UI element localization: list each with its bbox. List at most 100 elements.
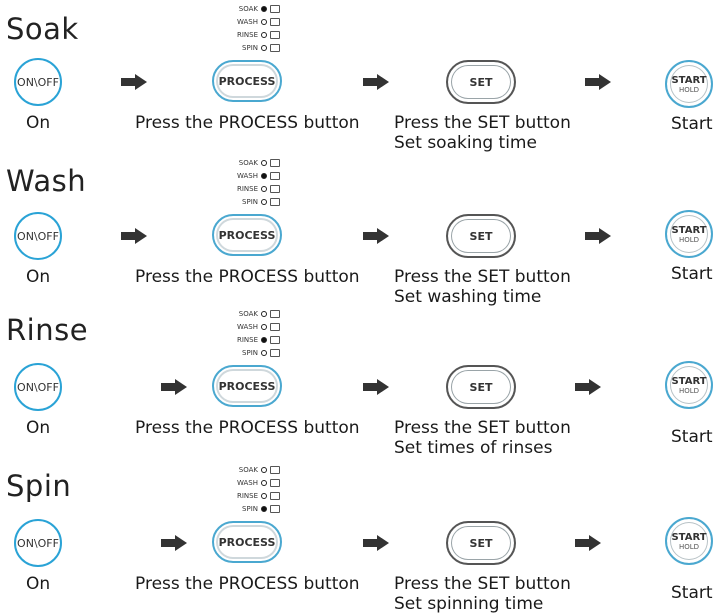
process-button[interactable]: PROCESS xyxy=(212,214,282,256)
indicator-dot-active xyxy=(261,505,267,512)
on-off-label: ON\OFF xyxy=(17,536,59,550)
indicator-dot-active xyxy=(261,172,267,179)
process-button[interactable]: PROCESS xyxy=(212,521,282,563)
rinse-icon xyxy=(270,335,280,344)
cycle-indicators: SOAK WASH RINSE SPIN xyxy=(210,2,280,54)
indicator-dot xyxy=(261,31,267,38)
on-off-label: ON\OFF xyxy=(17,75,59,89)
process-caption: Press the PROCESS button xyxy=(135,113,360,133)
indicator-dot xyxy=(261,479,267,486)
arrow-right-icon xyxy=(161,535,187,551)
indicator-label: WASH xyxy=(236,322,258,331)
set-label: SET xyxy=(469,536,493,550)
on-off-button[interactable]: ON\OFF xyxy=(14,58,62,106)
arrow-right-icon xyxy=(121,228,147,244)
indicator-label: SPIN xyxy=(242,43,258,52)
wash-icon xyxy=(270,478,280,487)
indicator-label: RINSE xyxy=(236,335,258,344)
indicator-dot xyxy=(261,44,267,51)
indicator-label: SPIN xyxy=(242,504,258,513)
indicator-label: SOAK xyxy=(238,465,258,474)
indicator-dot xyxy=(261,323,267,330)
indicator-dot-active xyxy=(261,5,267,12)
indicator-row: WASH xyxy=(210,169,280,182)
soak-icon xyxy=(270,465,280,474)
hold-label: HOLD xyxy=(678,542,700,551)
indicator-label: WASH xyxy=(236,17,258,26)
wash-icon xyxy=(270,17,280,26)
start-label: START xyxy=(671,74,707,86)
on-off-button[interactable]: ON\OFF xyxy=(14,212,62,260)
process-caption: Press the PROCESS button xyxy=(135,267,360,287)
on-off-button[interactable]: ON\OFF xyxy=(14,519,62,567)
indicator-row: SPIN xyxy=(210,346,280,359)
set-label: SET xyxy=(469,380,493,394)
process-button[interactable]: PROCESS xyxy=(212,60,282,102)
set-button[interactable]: SET xyxy=(446,60,516,104)
on-caption: On xyxy=(26,574,51,594)
indicator-label: SOAK xyxy=(238,158,258,167)
process-label: PROCESS xyxy=(218,379,276,393)
start-label: START xyxy=(671,531,707,543)
indicator-label: WASH xyxy=(236,171,258,180)
section-title: Wash xyxy=(6,164,87,198)
indicator-row: WASH xyxy=(210,15,280,28)
indicator-row: SPIN xyxy=(210,41,280,54)
set-button[interactable]: SET xyxy=(446,214,516,258)
arrow-right-icon xyxy=(161,379,187,395)
set-button[interactable]: SET xyxy=(446,365,516,409)
start-caption: Start xyxy=(671,114,713,134)
soak-icon xyxy=(270,4,280,13)
process-button[interactable]: PROCESS xyxy=(212,365,282,407)
on-caption: On xyxy=(26,418,51,438)
on-caption: On xyxy=(26,267,51,287)
start-label: START xyxy=(671,375,707,387)
start-label: START xyxy=(671,224,707,236)
spin-icon xyxy=(270,504,280,513)
soak-icon xyxy=(270,309,280,318)
hold-label: HOLD xyxy=(678,85,700,94)
process-label: PROCESS xyxy=(218,228,276,242)
hold-label: HOLD xyxy=(678,386,700,395)
indicator-row: RINSE xyxy=(210,28,280,41)
set-caption-secondary: Set times of rinses xyxy=(394,438,553,458)
process-label: PROCESS xyxy=(218,74,276,88)
indicator-dot xyxy=(261,466,267,473)
indicator-row: SOAK xyxy=(210,2,280,15)
indicator-dot xyxy=(261,159,267,166)
indicator-dot xyxy=(261,349,267,356)
spin-icon xyxy=(270,348,280,357)
set-caption-primary: Press the SET button xyxy=(394,113,571,133)
set-button[interactable]: SET xyxy=(446,521,516,565)
indicator-label: RINSE xyxy=(236,184,258,193)
section-title: Soak xyxy=(6,12,79,46)
indicator-dot xyxy=(261,492,267,499)
on-off-label: ON\OFF xyxy=(17,229,59,243)
on-off-button[interactable]: ON\OFF xyxy=(14,363,62,411)
indicator-label: RINSE xyxy=(236,491,258,500)
indicator-row: RINSE xyxy=(210,182,280,195)
arrow-right-icon xyxy=(363,74,389,90)
start-caption: Start xyxy=(671,264,713,284)
rinse-icon xyxy=(270,491,280,500)
wash-icon xyxy=(270,171,280,180)
set-caption-primary: Press the SET button xyxy=(394,418,571,438)
set-caption-primary: Press the SET button xyxy=(394,267,571,287)
spin-icon xyxy=(270,197,280,206)
rinse-icon xyxy=(270,184,280,193)
arrow-right-icon xyxy=(363,535,389,551)
indicator-row: SOAK xyxy=(210,463,280,476)
soak-icon xyxy=(270,158,280,167)
indicator-row: RINSE xyxy=(210,489,280,502)
hold-label: HOLD xyxy=(678,235,700,244)
